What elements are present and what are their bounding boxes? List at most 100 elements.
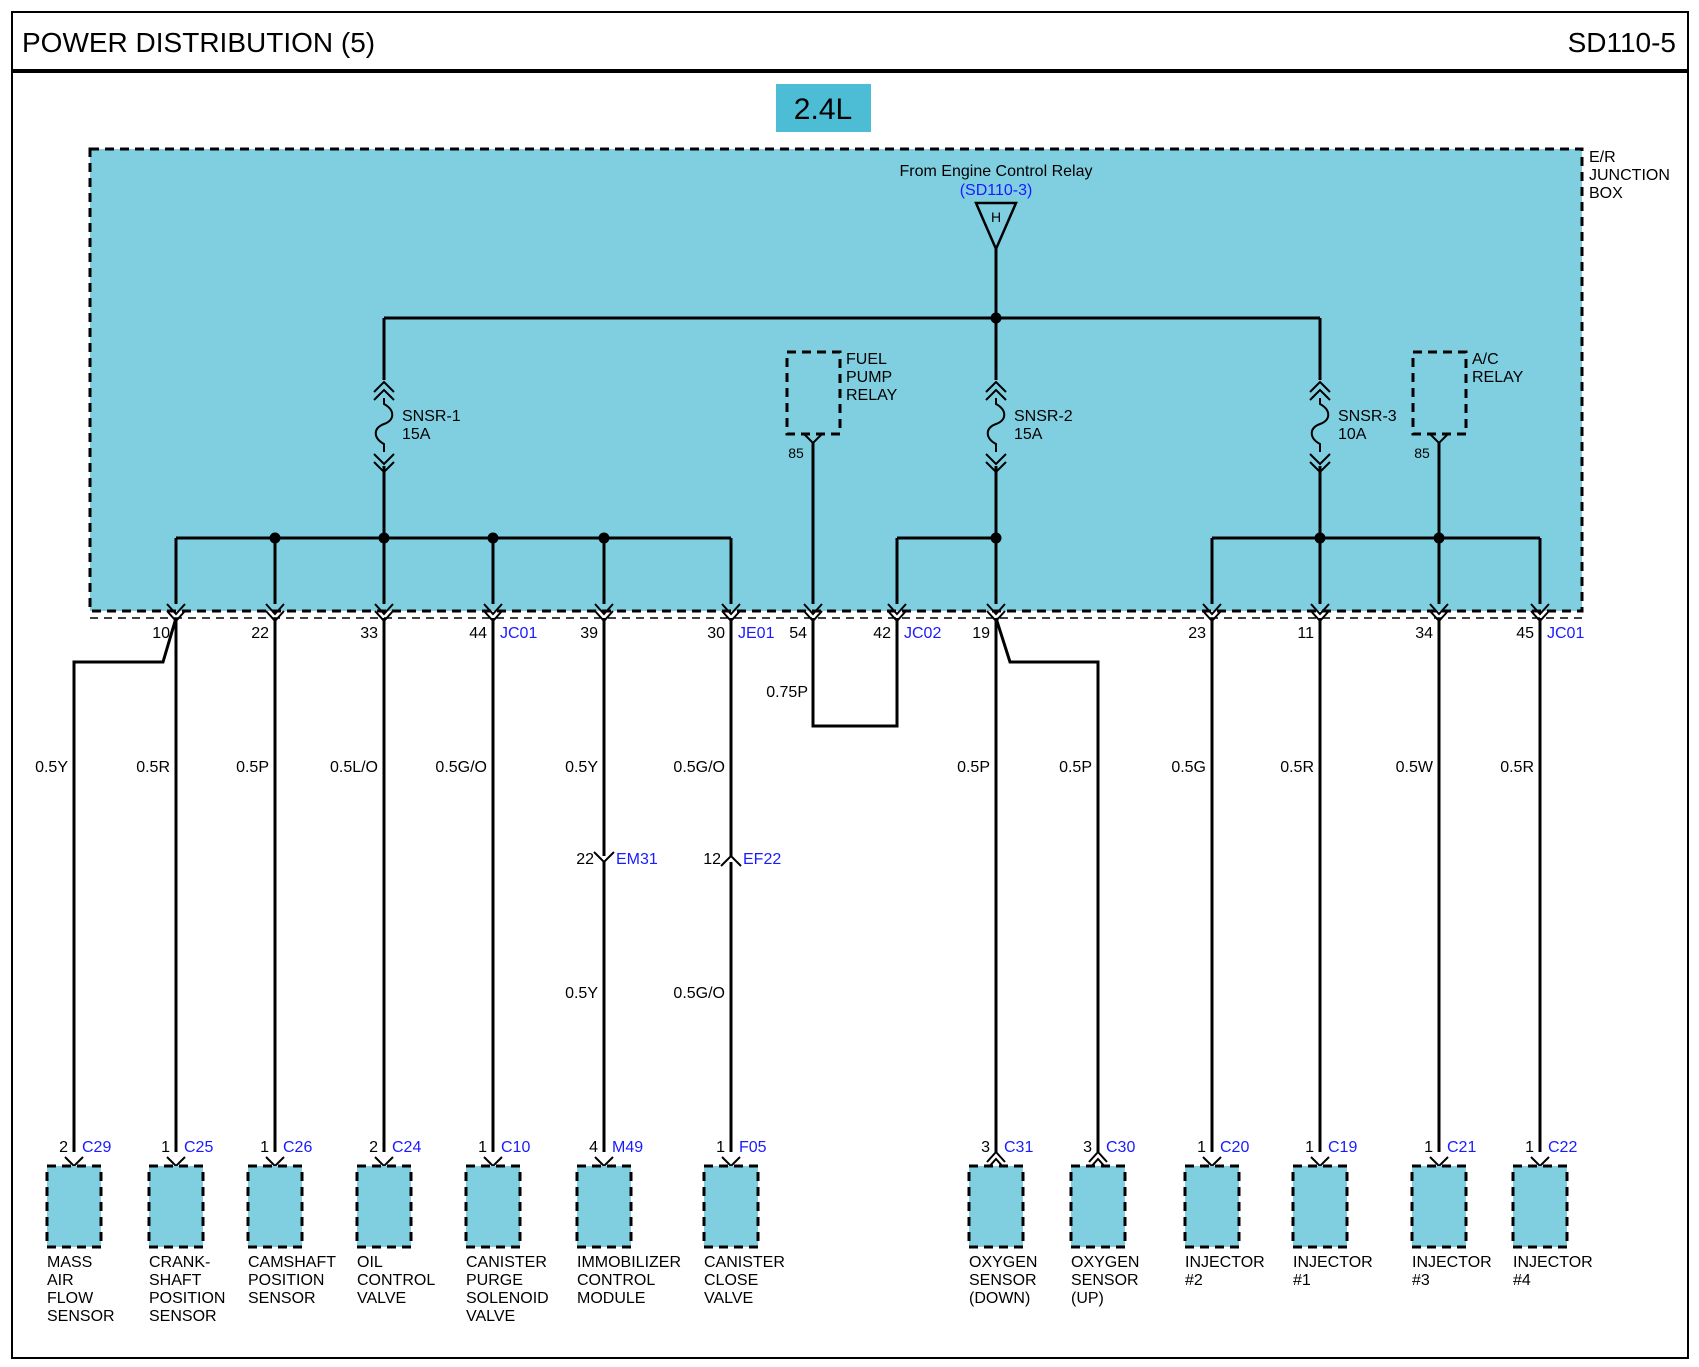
ac-relay-icon	[1411, 350, 1468, 436]
fuse-snsr2-icon	[986, 398, 1006, 452]
jb-pin-number: 11	[1297, 625, 1314, 642]
component-box	[1410, 1164, 1468, 1249]
source-connector-icon	[974, 201, 1018, 253]
jb-pin-number: 19	[972, 625, 990, 642]
page-title: POWER DISTRIBUTION (5)	[22, 27, 375, 58]
wire-color-label: 0.5Y	[35, 759, 68, 776]
component-box	[1069, 1164, 1127, 1249]
engine-badge-label: 2.4L	[794, 93, 852, 126]
component-pin: 1	[1305, 1139, 1314, 1156]
jb-pin-number: 42	[873, 625, 891, 642]
component-label: CAMSHAFT	[248, 1254, 336, 1271]
component-connector: C21	[1447, 1139, 1476, 1156]
junction-box-label-3: BOX	[1589, 185, 1623, 202]
fuse-snsr2-name: SNSR-2	[1014, 408, 1073, 425]
component-label: #3	[1412, 1272, 1430, 1289]
component-pin: 2	[59, 1139, 68, 1156]
component-connector: C26	[283, 1139, 312, 1156]
component-label: POSITION	[248, 1272, 324, 1289]
component-label: #2	[1185, 1272, 1203, 1289]
component-label: SOLENOID	[466, 1290, 549, 1307]
component-connector: C29	[82, 1139, 111, 1156]
component-box	[45, 1164, 103, 1249]
jumper-wire-label: 0.75P	[766, 684, 808, 701]
component-label: SENSOR	[1071, 1272, 1139, 1289]
component-connector: C22	[1548, 1139, 1577, 1156]
component-box	[147, 1164, 205, 1249]
jumper-loop	[811, 618, 899, 728]
component-label: SENSOR	[149, 1308, 217, 1325]
component-label: PURGE	[466, 1272, 523, 1289]
component-connector: C24	[392, 1139, 421, 1156]
component-label: SENSOR	[248, 1290, 316, 1307]
component-box	[246, 1164, 304, 1249]
component-box	[1291, 1164, 1349, 1249]
junction-box-label-2: JUNCTION	[1589, 167, 1670, 184]
jb-pin-connector: JE01	[738, 625, 775, 642]
wire-color-label: 0.5W	[1396, 759, 1434, 776]
jb-pin-connector: JC01	[1547, 625, 1584, 642]
component-label: CONTROL	[577, 1272, 655, 1289]
component-label: FLOW	[47, 1290, 94, 1307]
component-connector: C30	[1106, 1139, 1135, 1156]
component-label: MODULE	[577, 1290, 645, 1307]
component-label: IMMOBILIZER	[577, 1254, 681, 1271]
component-connector: M49	[612, 1139, 643, 1156]
component-label: VALVE	[357, 1290, 406, 1307]
fuse-snsr1-name: SNSR-1	[402, 408, 461, 425]
component-connector: C10	[501, 1139, 530, 1156]
wire-color-label: 0.5Y	[565, 985, 598, 1002]
fuel-pump-relay-pin: 85	[788, 445, 804, 461]
fuel-pump-relay-icon	[785, 350, 842, 436]
component-pin: 3	[1083, 1139, 1092, 1156]
component-box	[355, 1164, 413, 1249]
page-frame	[11, 11, 1689, 1359]
component-label: (DOWN)	[969, 1290, 1030, 1307]
wire-color-label: 0.5G/O	[673, 985, 725, 1002]
component-label: INJECTOR	[1185, 1254, 1265, 1271]
fuse-snsr3-icon	[1310, 398, 1330, 452]
fuel-pump-relay-label-3: RELAY	[846, 387, 898, 404]
component-label: SENSOR	[47, 1308, 115, 1325]
jb-pin-number: 22	[251, 625, 269, 642]
component-box	[1183, 1164, 1241, 1249]
ac-relay-label-2: RELAY	[1472, 369, 1524, 386]
component-box	[464, 1164, 522, 1249]
component-pin: 1	[1424, 1139, 1433, 1156]
component-pin: 1	[260, 1139, 269, 1156]
jb-pin-number: 34	[1415, 625, 1433, 642]
component-box	[967, 1164, 1025, 1249]
component-connector: C20	[1220, 1139, 1249, 1156]
fuel-pump-relay-label-1: FUEL	[846, 351, 887, 368]
component-label: (UP)	[1071, 1290, 1104, 1307]
component-pin: 2	[369, 1139, 378, 1156]
jb-pin-number: 30	[707, 625, 725, 642]
jb-pin-number: 10	[152, 625, 170, 642]
component-label: CLOSE	[704, 1272, 758, 1289]
ac-relay-label-1: A/C	[1472, 351, 1499, 368]
component-pin: 1	[1525, 1139, 1534, 1156]
component-label: SHAFT	[149, 1272, 202, 1289]
wire-color-label: 0.5Y	[565, 759, 598, 776]
inline-connector-ef22: EF22	[743, 851, 781, 868]
component-label: SENSOR	[969, 1272, 1037, 1289]
component-box	[575, 1164, 633, 1249]
fuel-pump-relay-label-2: PUMP	[846, 369, 892, 386]
inline-connector-ef22-icon	[720, 854, 742, 867]
component-connector: F05	[739, 1139, 767, 1156]
component-connector: C31	[1004, 1139, 1033, 1156]
junction-box-label-1: E/R	[1589, 149, 1616, 166]
component-label: CANISTER	[466, 1254, 547, 1271]
component-connector: C19	[1328, 1139, 1357, 1156]
wire-color-label: 0.5R	[1280, 759, 1314, 776]
component-pin: 1	[1197, 1139, 1206, 1156]
wire-color-label: 0.5G/O	[673, 759, 725, 776]
jb-pin-number: 33	[360, 625, 378, 642]
